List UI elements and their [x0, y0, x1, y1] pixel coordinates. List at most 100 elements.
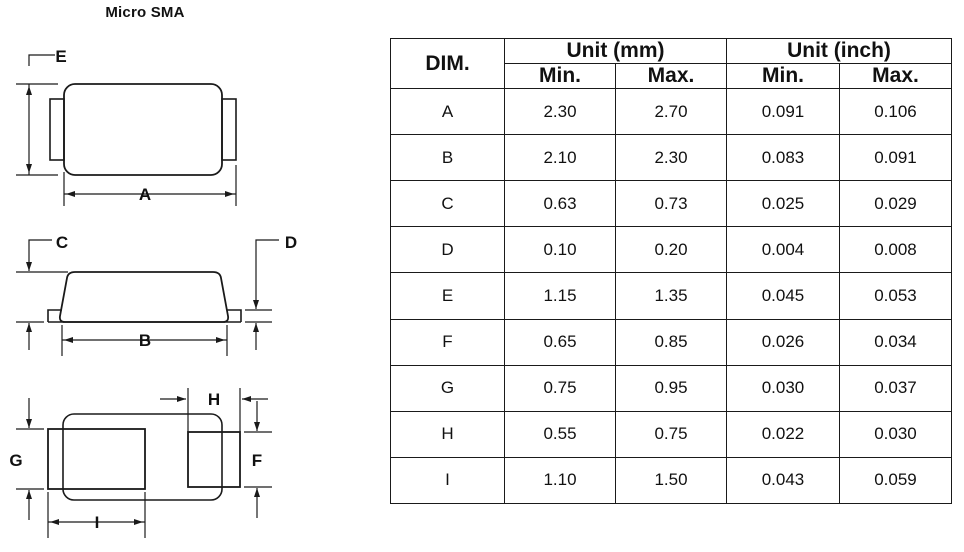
i-arrow-left	[50, 519, 59, 525]
cell-mm-min: 0.55	[504, 410, 616, 458]
header-unit-inch: Unit (inch)	[726, 38, 952, 64]
a-arrow-left	[66, 191, 75, 197]
f-arrow-bottom	[254, 488, 260, 497]
dim-label-e: E	[55, 47, 66, 66]
cell-mm-max: 0.75	[615, 410, 727, 458]
cell-inch-max: 0.030	[839, 410, 952, 458]
d-arrow-bottom	[253, 323, 259, 332]
header-unit-mm: Unit (mm)	[504, 38, 727, 64]
cell-inch-max: 0.053	[839, 272, 952, 320]
cell-inch-min: 0.030	[726, 364, 840, 412]
cell-mm-min: 2.30	[504, 87, 616, 136]
header-inch-max: Max.	[839, 63, 952, 89]
dimension-table-container: DIM. Unit (mm) Unit (inch) Min. Max. Min…	[390, 38, 952, 505]
header-inch-min: Min.	[726, 63, 840, 89]
dim-label-h: H	[208, 390, 220, 409]
cell-mm-max: 0.73	[615, 180, 727, 228]
dim-label-c: C	[56, 233, 68, 252]
bottom-view-right-pad	[187, 431, 241, 488]
page-title: Micro SMA	[105, 4, 185, 21]
cell-mm-max: 1.50	[615, 456, 727, 505]
i-arrow-right	[134, 519, 143, 525]
cell-dim: F	[390, 318, 505, 366]
dim-label-b: B	[139, 331, 151, 350]
cell-inch-max: 0.029	[839, 180, 952, 228]
mechanical-drawings: E A C D B G F H I	[9, 47, 297, 538]
e-arrow-top	[26, 86, 32, 95]
cell-inch-min: 0.083	[726, 134, 840, 182]
f-arrow-top	[254, 422, 260, 431]
top-view-body	[63, 83, 223, 176]
g-arrow-top	[26, 419, 32, 428]
c-arrow-top	[26, 262, 32, 271]
h-arrow-left	[177, 396, 186, 402]
cell-inch-max: 0.008	[839, 226, 952, 274]
top-view-left-terminal	[49, 98, 65, 161]
dim-label-a: A	[139, 185, 151, 204]
c-leader	[28, 239, 52, 246]
cell-inch-min: 0.025	[726, 180, 840, 228]
cell-inch-max: 0.091	[839, 134, 952, 182]
cell-inch-max: 0.106	[839, 87, 952, 136]
g-arrow-bottom	[26, 490, 32, 499]
dim-label-f: F	[252, 451, 262, 470]
header-row-minmax: Min. Max. Min. Max.	[391, 63, 952, 89]
cell-mm-max: 0.20	[615, 226, 727, 274]
header-mm-max: Max.	[615, 63, 727, 89]
dim-label-g: G	[9, 451, 22, 470]
h-arrow-right	[242, 396, 251, 402]
bottom-view-group	[16, 388, 272, 538]
cell-mm-min: 0.63	[504, 180, 616, 228]
cell-mm-max: 2.70	[615, 87, 727, 136]
e-leader	[28, 54, 55, 66]
dimension-table: DIM. Unit (mm) Unit (inch) Min. Max. Min…	[390, 38, 952, 505]
cell-inch-max: 0.059	[839, 456, 952, 505]
top-view-group	[16, 54, 237, 206]
side-view-left-lead	[47, 309, 62, 322]
dim-label-d: D	[285, 233, 297, 252]
cell-inch-max: 0.034	[839, 318, 952, 366]
cell-dim: A	[390, 87, 505, 136]
bottom-view-outline	[62, 413, 223, 501]
c-arrow-bottom	[26, 323, 32, 332]
cell-dim: B	[390, 134, 505, 182]
side-view-right-lead	[227, 309, 242, 322]
header-dim: DIM.	[390, 38, 505, 89]
cell-inch-min: 0.004	[726, 226, 840, 274]
cell-inch-min: 0.045	[726, 272, 840, 320]
cell-inch-min: 0.043	[726, 456, 840, 505]
cell-dim: I	[390, 456, 505, 505]
cell-mm-max: 2.30	[615, 134, 727, 182]
cell-mm-min: 0.75	[504, 364, 616, 412]
cell-mm-min: 1.15	[504, 272, 616, 320]
header-row-units: DIM. Unit (mm) Unit (inch)	[390, 38, 952, 89]
cell-mm-max: 1.35	[615, 272, 727, 320]
b-arrow-right	[216, 337, 225, 343]
b-arrow-left	[64, 337, 73, 343]
cell-mm-max: 0.95	[615, 364, 727, 412]
d-leader	[255, 239, 279, 246]
cell-mm-min: 1.10	[504, 456, 616, 505]
cell-dim: E	[390, 272, 505, 320]
cell-inch-max: 0.037	[839, 364, 952, 412]
bottom-view-left-pad	[47, 428, 146, 490]
cell-mm-min: 2.10	[504, 134, 616, 182]
header-mm-min: Min.	[504, 63, 616, 89]
a-arrow-right	[225, 191, 234, 197]
cell-mm-min: 0.65	[504, 318, 616, 366]
cell-inch-min: 0.091	[726, 87, 840, 136]
side-view-group	[16, 239, 279, 356]
cell-dim: C	[390, 180, 505, 228]
cell-dim: G	[390, 364, 505, 412]
table-header: DIM. Unit (mm) Unit (inch) Min. Max. Min…	[390, 38, 952, 89]
